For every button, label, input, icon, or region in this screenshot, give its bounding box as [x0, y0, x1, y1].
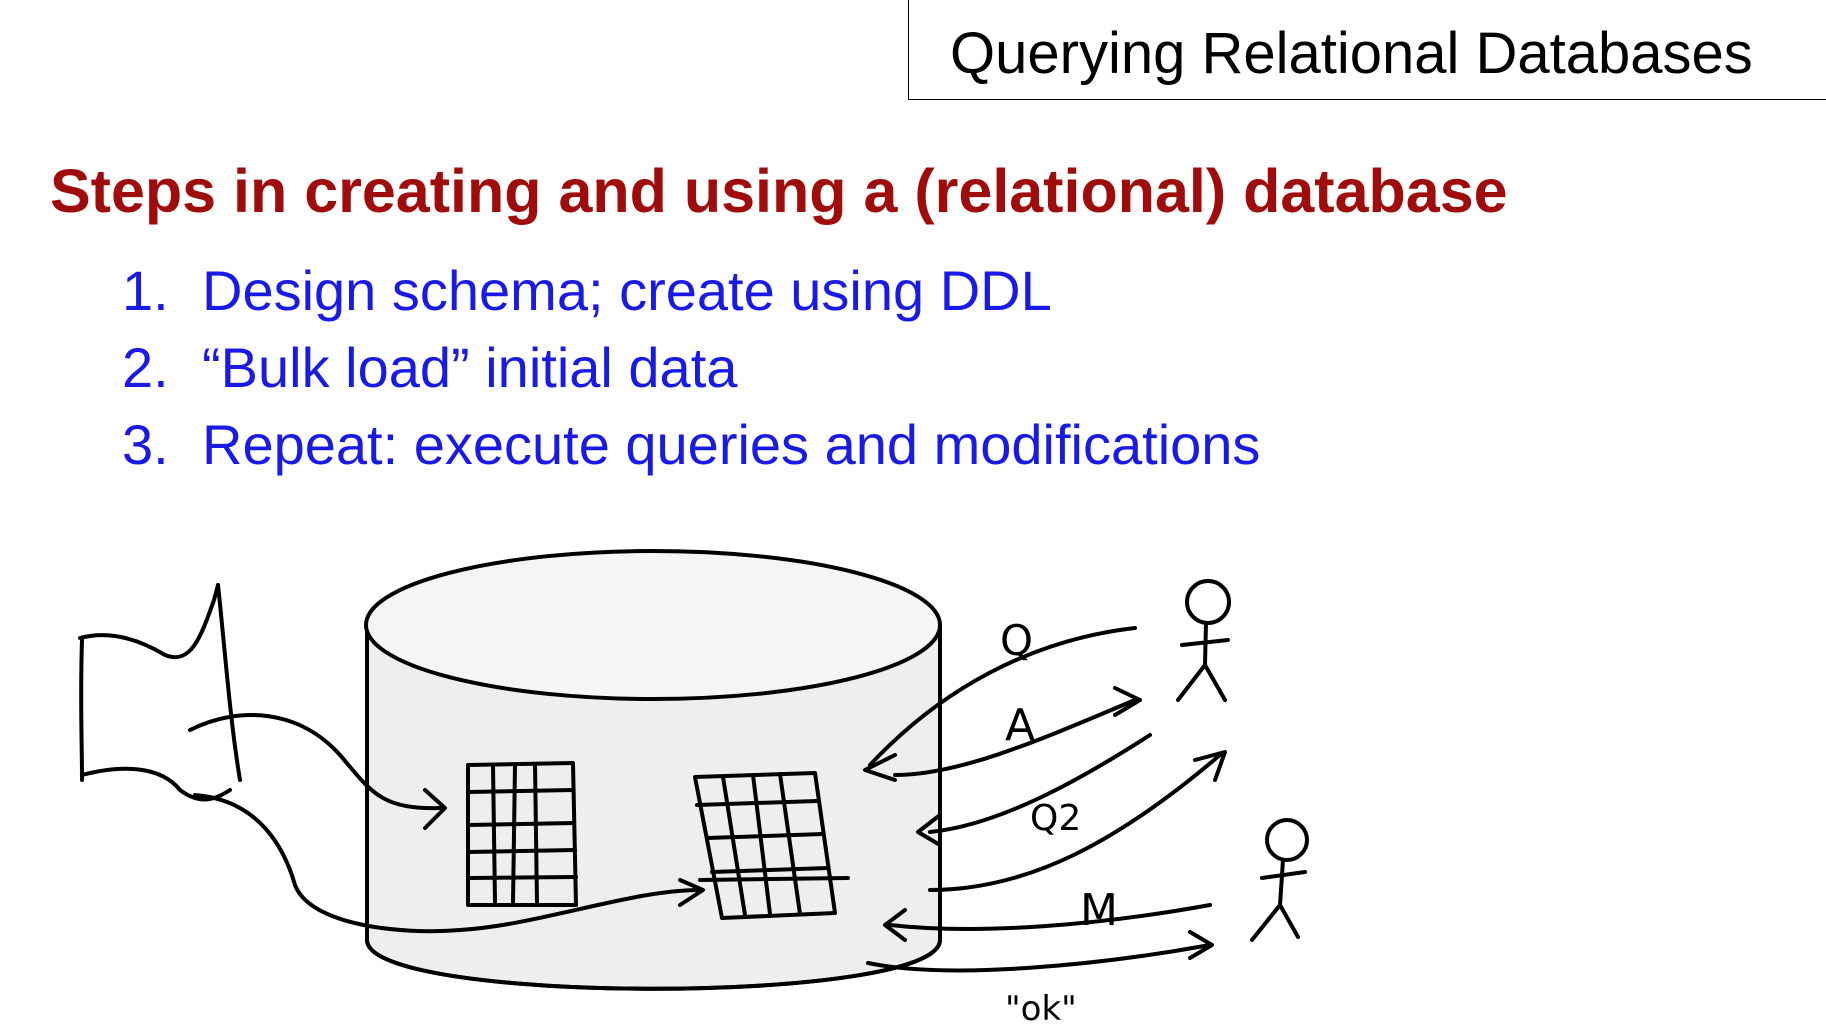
step-item-3: 3. Repeat: execute queries and modificat…	[122, 406, 1260, 483]
ok-arrow	[866, 943, 1212, 973]
cylinder-top	[364, 549, 942, 701]
header-title: Querying Relational Databases	[950, 21, 1753, 86]
modification-arrow	[888, 903, 1212, 931]
file-left-edge	[79, 638, 84, 782]
user-figure-icon	[1176, 579, 1231, 702]
step-item-2: 2. “Bulk load” initial data	[122, 329, 1260, 406]
table-line	[695, 799, 819, 807]
header-box	[908, 0, 1826, 100]
query-label: Q	[1000, 616, 1033, 665]
arrowhead-icon	[1188, 930, 1214, 960]
table-line	[705, 832, 825, 840]
table-line	[698, 876, 850, 882]
modification-label: M	[1080, 885, 1118, 936]
table-line	[511, 763, 517, 905]
arrowhead-icon	[678, 878, 705, 907]
table-line	[533, 762, 539, 906]
table-line	[466, 788, 575, 794]
step-item-1: 1. Design schema; create using DDL	[122, 252, 1260, 329]
arrowhead-icon	[916, 813, 942, 847]
file-right-edge	[216, 583, 242, 782]
ok-label: "ok"	[1005, 989, 1077, 1029]
table-line	[710, 866, 830, 874]
table-grid-icon	[693, 771, 850, 920]
table-line	[466, 821, 576, 827]
query2-arrow	[928, 733, 1152, 834]
user-figure-icon	[1250, 818, 1309, 942]
bulk-load-arrow	[188, 713, 442, 811]
bulk-load-arrow	[193, 793, 702, 934]
slide-title: Steps in creating and using a (relationa…	[50, 157, 1508, 225]
table-line	[721, 775, 747, 917]
table-line	[466, 875, 578, 880]
query2-label: Q2	[1030, 798, 1081, 839]
table-line	[491, 763, 497, 905]
step-number: 1.	[122, 259, 169, 322]
arrowhead-icon	[883, 908, 907, 942]
steps-list: 1. Design schema; create using DDL 2. “B…	[122, 252, 1260, 483]
arrowhead-icon	[1193, 750, 1227, 782]
query-arrow	[868, 626, 1137, 767]
database-cylinder-icon	[364, 549, 942, 991]
file-top-edge	[78, 583, 220, 659]
answer-label: A	[1005, 700, 1035, 751]
arrowhead-icon	[863, 753, 897, 782]
arrowhead-icon	[423, 788, 447, 830]
table-grid-icon	[466, 761, 578, 907]
step-number: 2.	[122, 336, 169, 399]
table-line	[466, 848, 577, 854]
step-text: Repeat: execute queries and modification…	[202, 413, 1261, 476]
arrowhead-icon	[1113, 686, 1142, 717]
cylinder-outline	[365, 623, 942, 991]
answer-arrow	[893, 698, 1137, 777]
table-outline	[466, 761, 578, 907]
step-text: Design schema; create using DDL	[202, 259, 1052, 322]
step-text: “Bulk load” initial data	[202, 336, 738, 399]
step-number: 3.	[122, 413, 169, 476]
response-arrow	[928, 753, 1222, 892]
data-file-icon	[78, 583, 242, 802]
table-line	[751, 773, 772, 916]
table-line	[778, 772, 802, 916]
